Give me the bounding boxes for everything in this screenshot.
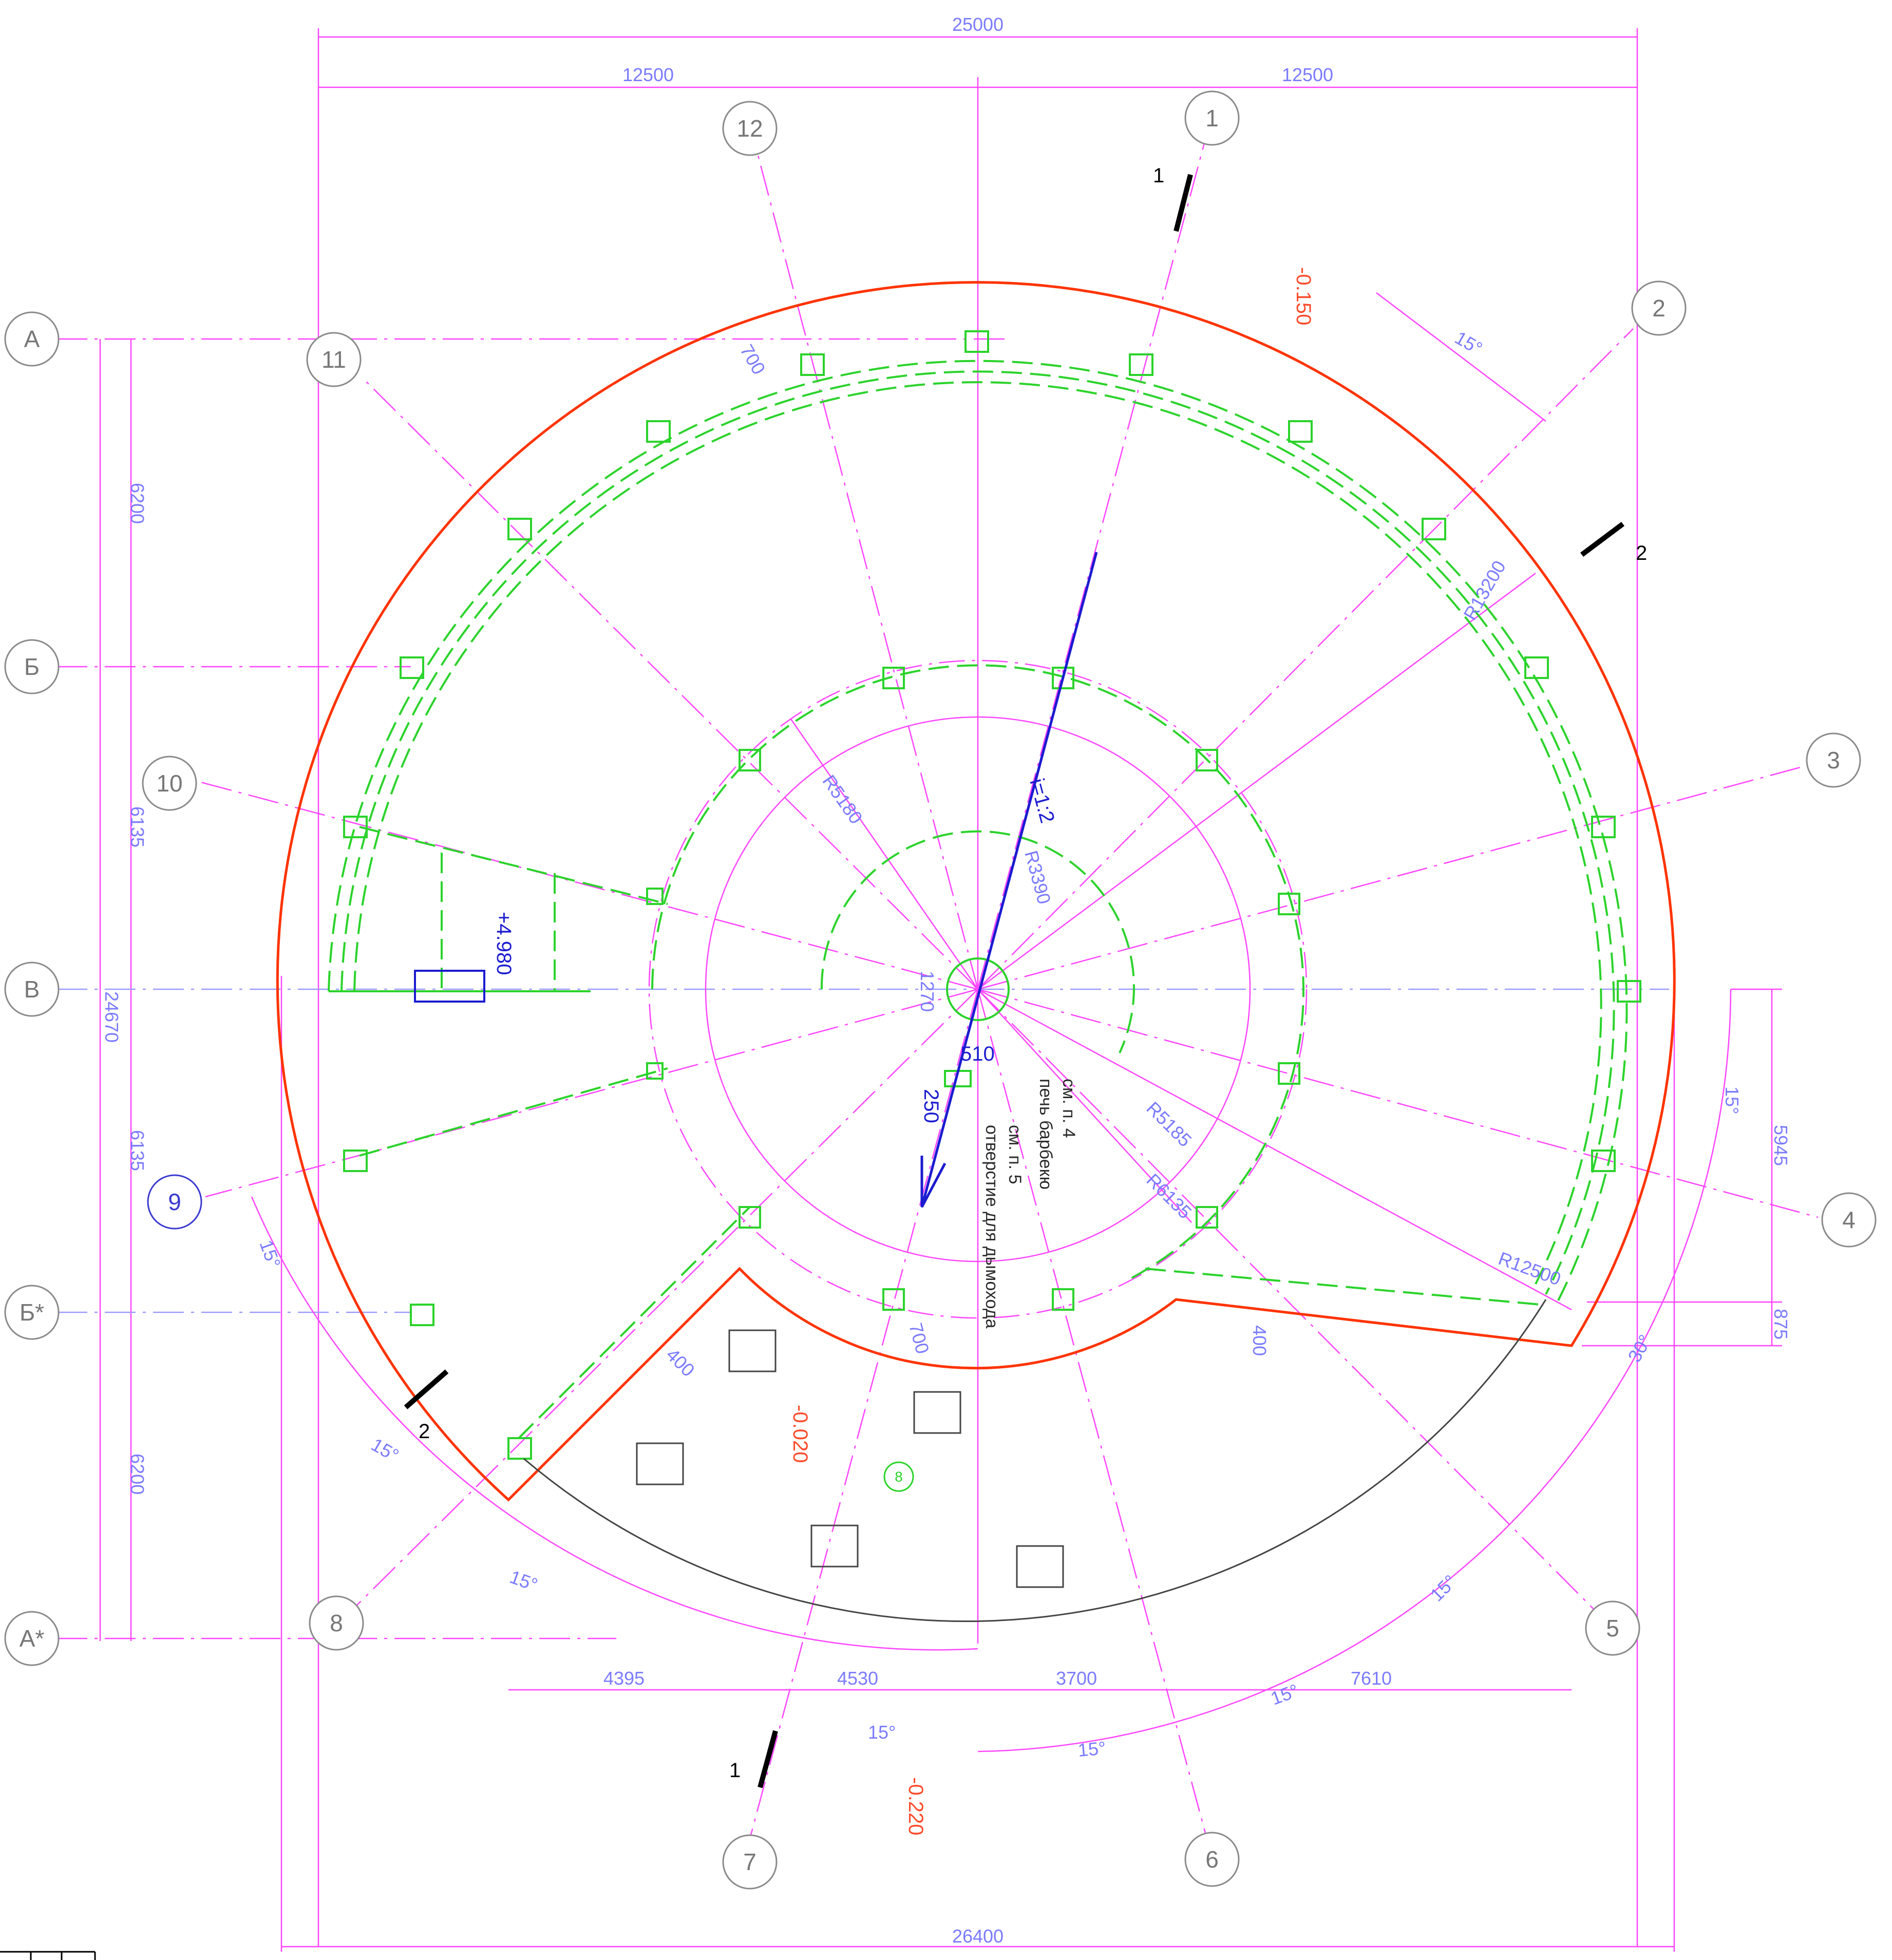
dim-right-seg-2: 875 [1770, 1309, 1791, 1340]
row-bubble-b-star: Б* [20, 1299, 44, 1326]
room-number: 8 [895, 1469, 903, 1485]
axis-bubble-11: 11 [321, 346, 346, 373]
angle-6: 30° [1623, 1331, 1656, 1366]
radius-r5180: R5180 [818, 771, 866, 827]
axis-bubble-5: 5 [1606, 1615, 1619, 1642]
construction-circles [251, 292, 1732, 1752]
row-axes [56, 338, 1669, 1639]
overall-dimensions [99, 28, 1782, 1952]
dim-right-seg-1: 5945 [1770, 1125, 1791, 1166]
dim-small-700-top: 700 [736, 341, 770, 379]
radius-r5185: R5185 [1142, 1098, 1196, 1151]
radius-r6135: R6135 [1142, 1170, 1196, 1223]
building-outline [276, 281, 1676, 1502]
axis-bubble-12: 12 [736, 115, 763, 142]
radial-axis-bubbles: 1 2 3 4 5 6 7 8 9 10 11 12 [142, 90, 1877, 1890]
dim-overall-top: 25000 [952, 14, 1004, 35]
dim-bottom-seg-4: 7610 [1351, 1668, 1392, 1689]
title-block-corner [0, 1951, 96, 1960]
terrace-tables [636, 1329, 1064, 1588]
green-structure [328, 330, 1641, 1460]
dim-left-seg-3: 6135 [127, 1130, 148, 1171]
radial-axes [195, 133, 1819, 1839]
level-upper: +4.980 [493, 912, 515, 975]
axis-bubble-9: 9 [168, 1189, 181, 1215]
radius-r12500: R12500 [1496, 1248, 1564, 1290]
section-2-right: 2 [1636, 542, 1647, 564]
section-1-top: 1 [1153, 164, 1164, 187]
angle-5: 15° [507, 1566, 540, 1595]
dim-left-seg-4: 6200 [127, 1454, 148, 1495]
dim-half-left: 12500 [622, 64, 674, 85]
dim-small-700-bottom: 700 [905, 1321, 933, 1356]
angle-8: 15° [1268, 1680, 1301, 1709]
axis-bubble-3: 3 [1827, 747, 1840, 774]
radius-r13200: R13200 [1459, 557, 1510, 624]
dim-small-250: 250 [920, 1089, 942, 1123]
dim-left-seg-1: 6200 [127, 483, 148, 524]
axis-bubble-6: 6 [1205, 1846, 1219, 1873]
angle-2: 15° [1721, 1086, 1743, 1114]
radius-r3390: R3390 [1020, 848, 1055, 906]
dim-small-510: 510 [960, 1043, 995, 1065]
dim-left-total: 24670 [101, 991, 122, 1043]
section-markers [404, 174, 1624, 1788]
note-bbq: печь барбекю [1036, 1079, 1055, 1190]
row-bubble-a: А [24, 326, 40, 352]
axis-bubble-2: 2 [1652, 295, 1666, 322]
angle-3: 15° [255, 1237, 285, 1271]
row-axis-bubbles: А Б В Б* А* [4, 311, 60, 1666]
dim-half-right: 12500 [1282, 64, 1333, 85]
row-bubble-a-star: А* [20, 1625, 45, 1652]
terrace-arc [523, 1299, 1547, 1623]
angle-9: 15° [1077, 1737, 1107, 1761]
dim-small-400-left: 400 [662, 1344, 698, 1381]
row-bubble-b: Б [24, 653, 40, 680]
note-flue-ref: см. п. 5 [1005, 1125, 1025, 1184]
dim-overall-bottom: 26400 [952, 1926, 1004, 1947]
level-top: -0.150 [1292, 267, 1315, 325]
dim-bottom-seg-3: 3700 [1056, 1668, 1097, 1689]
axis-bubble-4: 4 [1842, 1207, 1856, 1233]
section-1-bottom: 1 [729, 1759, 741, 1782]
angle-4: 15° [368, 1434, 403, 1466]
dim-bottom-seg-2: 4530 [837, 1668, 878, 1689]
note-flue: отверстие для дымохода [982, 1125, 1001, 1328]
dim-bottom-seg-1: 4395 [603, 1668, 645, 1689]
axis-bubble-10: 10 [156, 770, 182, 797]
axis-bubble-7: 7 [743, 1849, 756, 1875]
section-2-left: 2 [419, 1420, 430, 1443]
axis-bubble-1: 1 [1205, 105, 1219, 131]
dim-small-1270: 1270 [917, 971, 938, 1012]
dim-small-400-right: 400 [1249, 1325, 1270, 1356]
upper-level-marker [414, 970, 485, 1003]
angle-7: 15° [1426, 1571, 1461, 1605]
level-bottom: -0.220 [904, 1777, 927, 1835]
axis-bubble-8: 8 [330, 1610, 343, 1636]
row-bubble-v: В [24, 976, 40, 1003]
slope-arrow [920, 552, 1098, 1208]
note-bbq-ref: см. п. 4 [1059, 1079, 1079, 1138]
level-mid: -0.020 [789, 1405, 811, 1463]
room-number-circle [883, 1461, 914, 1492]
dim-left-seg-2: 6135 [127, 806, 148, 847]
angle-10: 15° [868, 1722, 896, 1743]
